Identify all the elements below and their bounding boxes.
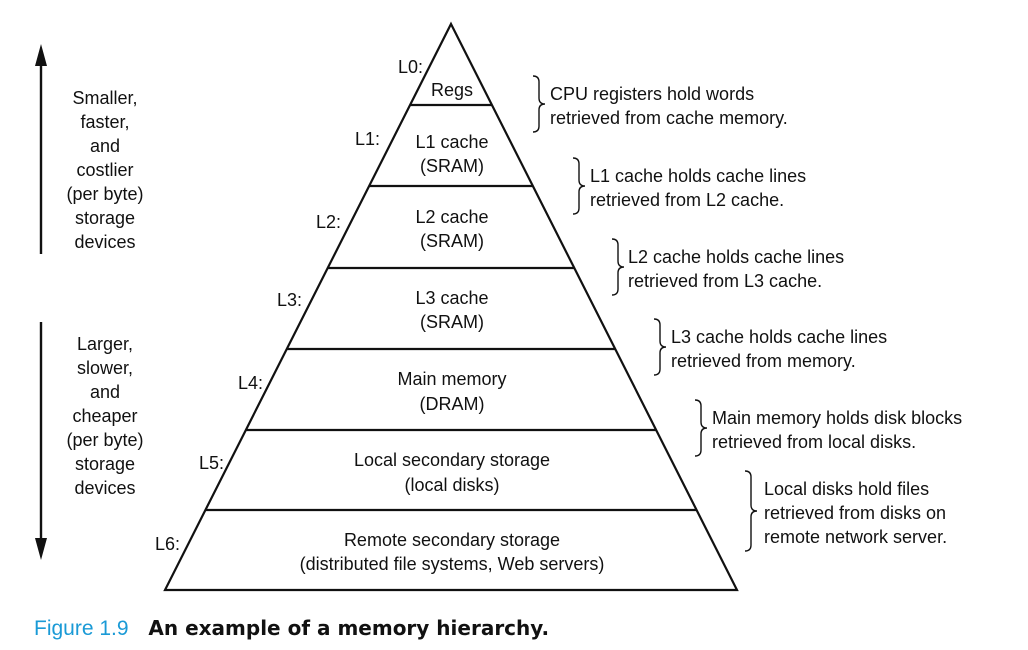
pyramid-outline bbox=[163, 21, 739, 592]
level-text-5: Local secondary storage bbox=[354, 450, 550, 470]
left-note-top: storage bbox=[75, 208, 135, 228]
level-text-6: (distributed file systems, Web servers) bbox=[300, 554, 605, 574]
level-text-2: (SRAM) bbox=[420, 231, 484, 251]
level-text-0: Regs bbox=[431, 80, 473, 100]
level-note-5: Local disks hold files bbox=[764, 479, 929, 499]
figure-caption: Figure 1.9 An example of a memory hierar… bbox=[34, 616, 549, 641]
level-text-4: (DRAM) bbox=[420, 394, 485, 414]
note-brace-2 bbox=[611, 238, 625, 296]
note-brace-0 bbox=[532, 75, 546, 133]
left-note-bottom: devices bbox=[74, 478, 135, 498]
level-note-4: Main memory holds disk blocks bbox=[712, 408, 962, 428]
level-label-1: L1: bbox=[355, 129, 380, 149]
up-arrow-head bbox=[35, 44, 47, 66]
level-label-2: L2: bbox=[316, 212, 341, 232]
level-text-3: L3 cache bbox=[415, 288, 488, 308]
level-text-2: L2 cache bbox=[415, 207, 488, 227]
level-label-4: L4: bbox=[238, 373, 263, 393]
level-note-5: remote network server. bbox=[764, 527, 947, 547]
down-arrow-head bbox=[35, 538, 47, 560]
left-note-bottom: (per byte) bbox=[66, 430, 143, 450]
note-brace-5 bbox=[744, 470, 758, 552]
left-note-bottom: slower, bbox=[77, 358, 133, 378]
level-note-3: retrieved from memory. bbox=[671, 351, 856, 371]
left-note-top: and bbox=[90, 136, 120, 156]
note-brace-1 bbox=[572, 157, 586, 215]
level-label-0: L0: bbox=[398, 57, 423, 77]
left-note-bottom: and bbox=[90, 382, 120, 402]
figure-title: An example of a memory hierarchy. bbox=[148, 616, 550, 640]
left-note-bottom: Larger, bbox=[77, 334, 133, 354]
level-note-1: retrieved from L2 cache. bbox=[590, 190, 784, 210]
level-note-1: L1 cache holds cache lines bbox=[590, 166, 806, 186]
left-note-bottom: storage bbox=[75, 454, 135, 474]
note-brace-3 bbox=[653, 318, 667, 376]
level-text-1: (SRAM) bbox=[420, 156, 484, 176]
figure-number: Figure 1.9 bbox=[34, 617, 129, 640]
level-note-4: retrieved from local disks. bbox=[712, 432, 916, 452]
note-brace-4 bbox=[694, 399, 708, 457]
level-text-4: Main memory bbox=[397, 369, 506, 389]
level-text-6: Remote secondary storage bbox=[344, 530, 560, 550]
left-note-top: devices bbox=[74, 232, 135, 252]
level-text-5: (local disks) bbox=[404, 475, 499, 495]
left-note-top: faster, bbox=[80, 112, 129, 132]
level-note-3: L3 cache holds cache lines bbox=[671, 327, 887, 347]
level-label-6: L6: bbox=[155, 534, 180, 554]
level-text-3: (SRAM) bbox=[420, 312, 484, 332]
level-note-2: L2 cache holds cache lines bbox=[628, 247, 844, 267]
level-text-1: L1 cache bbox=[415, 132, 488, 152]
left-note-bottom: cheaper bbox=[72, 406, 137, 426]
left-note-top: Smaller, bbox=[72, 88, 137, 108]
left-note-top: costlier bbox=[76, 160, 133, 180]
level-note-0: CPU registers hold words bbox=[550, 84, 754, 104]
level-note-2: retrieved from L3 cache. bbox=[628, 271, 822, 291]
level-note-5: retrieved from disks on bbox=[764, 503, 946, 523]
level-label-5: L5: bbox=[199, 453, 224, 473]
level-label-3: L3: bbox=[277, 290, 302, 310]
left-note-top: (per byte) bbox=[66, 184, 143, 204]
level-note-0: retrieved from cache memory. bbox=[550, 108, 788, 128]
